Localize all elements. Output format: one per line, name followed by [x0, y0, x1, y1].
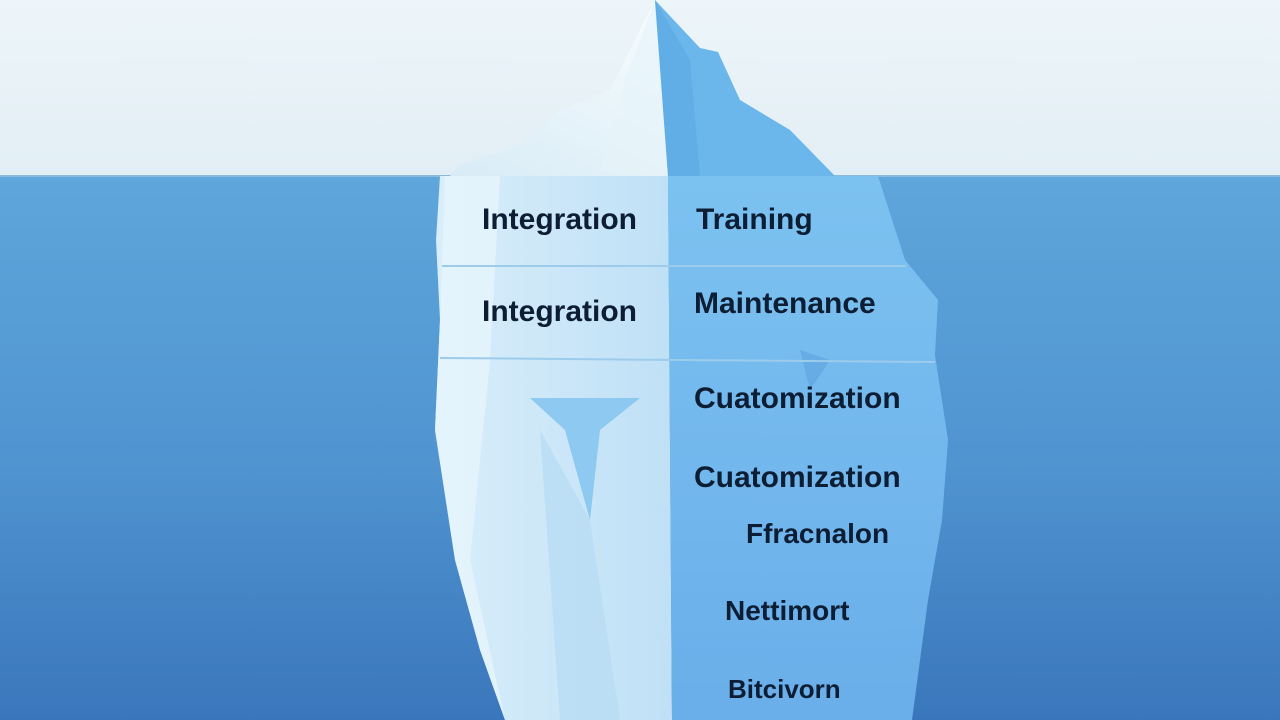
row1-right-label: Training: [696, 203, 813, 236]
ice-left-face: [435, 176, 672, 720]
band-divider-2: [439, 357, 936, 363]
ice-inner-ridge: [530, 398, 640, 520]
row1-left-label: Integration: [482, 203, 637, 236]
label-cuatomization-2: Cuatomization: [694, 461, 901, 494]
ice-left-highlight: [435, 176, 505, 720]
peak-right-face: [655, 0, 835, 176]
label-bitcivorn: Bitcivorn: [728, 674, 841, 704]
label-nettimort: Nettimort: [725, 595, 850, 626]
ice-right-face: [668, 176, 948, 720]
peak-right-shade: [655, 0, 700, 176]
ice-inner-shadow: [540, 430, 620, 720]
peak-left-shade: [600, 0, 668, 176]
label-ffracnalon: Ffracnalon: [746, 518, 890, 549]
row2-right-label: Maintenance: [694, 287, 876, 320]
label-cuatomization-1: Cuatomization: [694, 382, 901, 415]
row2-left-label: Integration: [482, 295, 637, 328]
